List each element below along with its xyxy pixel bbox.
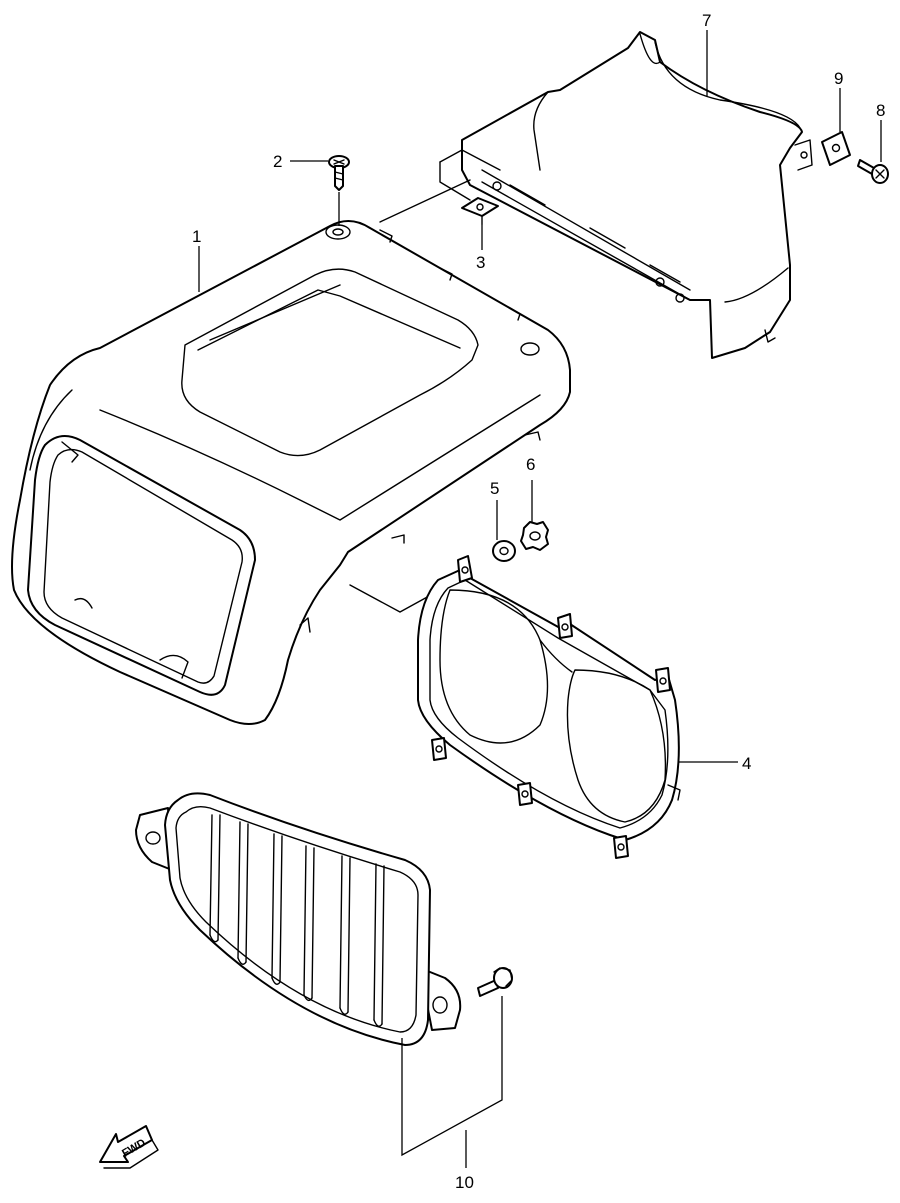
part-10-grille-guard: [135, 792, 462, 1046]
fwd-arrow-icon: FWD: [99, 1125, 159, 1169]
callout-10: 10: [455, 1173, 474, 1192]
part-7-headlight-housing: [439, 31, 813, 359]
part-4-headlight-frame: [417, 555, 738, 859]
part-1-headlight-cover: [11, 220, 571, 725]
part-2-screw: [328, 155, 350, 226]
leader-part-10: [401, 996, 503, 1168]
callout-3: 3: [476, 253, 485, 272]
part-6-lock-washer: [520, 521, 549, 551]
part-10-bolt: [477, 967, 513, 997]
part-5-washer: [492, 540, 516, 562]
callout-4: 4: [742, 754, 751, 773]
part-8-screw: [857, 120, 889, 184]
callout-9: 9: [834, 69, 843, 88]
callout-7: 7: [702, 11, 711, 30]
alignment-line-upper: [379, 179, 471, 223]
callout-1: 1: [192, 227, 201, 246]
callout-5: 5: [490, 479, 499, 498]
callout-6: 6: [526, 455, 535, 474]
callout-2: 2: [273, 152, 282, 171]
part-3-clip: [461, 197, 499, 225]
callout-8: 8: [876, 101, 885, 120]
part-9-clip-nut: [821, 88, 851, 166]
